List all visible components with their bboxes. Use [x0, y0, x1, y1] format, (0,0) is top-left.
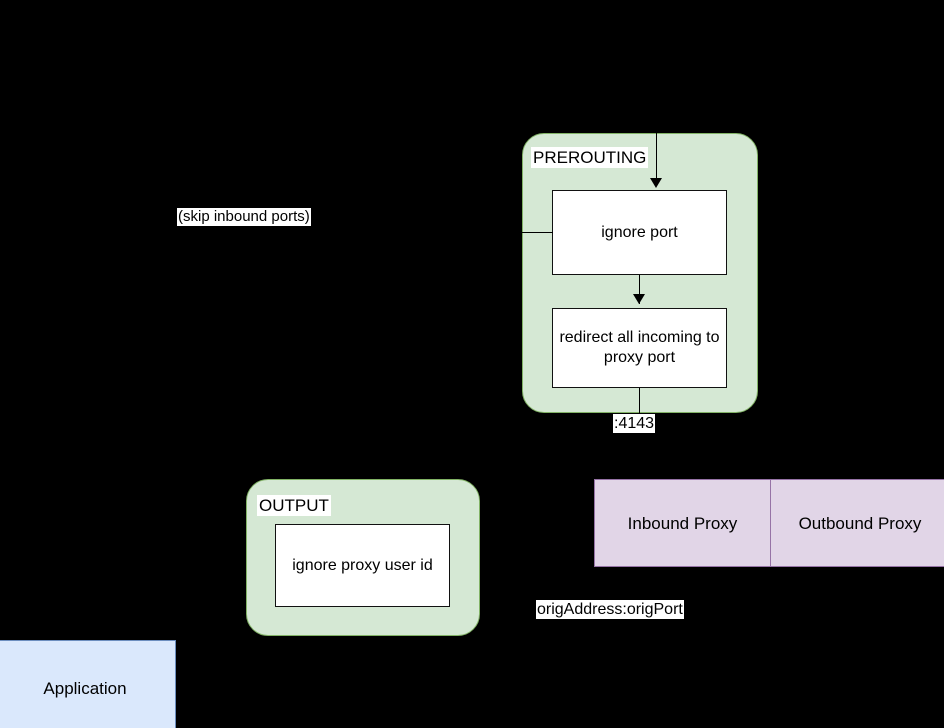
application-box[interactable]: Application: [0, 640, 176, 728]
edge-label-skip-inbound-ports: (skip inbound ports): [177, 208, 311, 226]
edge-skip-inbound-ports: [521, 232, 553, 233]
edge-incoming-arrowhead: [650, 178, 662, 188]
inbound-proxy-box[interactable]: Inbound Proxy: [594, 479, 771, 567]
edge-prerouting-to-inbound-proxy: [639, 388, 640, 480]
prerouting-group-title: PREROUTING: [531, 147, 649, 168]
edge-incoming-to-prerouting: [656, 0, 657, 180]
edge-ignore-port-to-redirect-arrowhead: [633, 294, 645, 304]
prerouting-step-ignore-port[interactable]: ignore port: [552, 190, 727, 275]
outbound-proxy-box[interactable]: Outbound Proxy: [770, 479, 944, 567]
edge-ignore-port-to-redirect: [639, 275, 640, 304]
output-step-ignore-proxy-user-id[interactable]: ignore proxy user id: [275, 524, 450, 607]
prerouting-step-redirect-to-proxy-port[interactable]: redirect all incoming to proxy port: [552, 308, 727, 388]
edge-label-orig-address: origAddress:origPort: [536, 600, 684, 619]
edge-label-proxy-port: :4143: [613, 414, 656, 433]
output-group-title: OUTPUT: [257, 495, 331, 516]
